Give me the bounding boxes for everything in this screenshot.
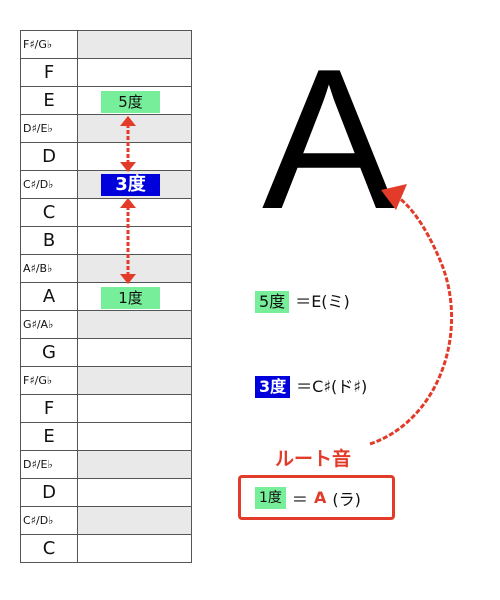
root-box: 1度 ＝ A (ラ) xyxy=(238,475,395,520)
note-name: F xyxy=(20,58,78,87)
note-row: D♯/E♭ xyxy=(20,450,192,479)
root-box-note: A xyxy=(313,488,327,507)
note-lane xyxy=(77,254,192,283)
note-row: C xyxy=(20,198,192,227)
note-name: A♯/B♭ xyxy=(20,254,78,283)
note-name: G xyxy=(20,338,78,367)
note-lane xyxy=(77,58,192,87)
note-name: C♯/D♭ xyxy=(20,170,78,199)
note-row: F♯/G♭ xyxy=(20,366,192,395)
note-lane xyxy=(77,366,192,395)
note-name: A xyxy=(20,282,78,311)
note-lane xyxy=(77,506,192,535)
note-lane xyxy=(77,226,192,255)
note-name: F♯/G♭ xyxy=(20,30,78,59)
legend-third: 3度 ＝C♯(ド♯) xyxy=(255,375,367,399)
note-lane xyxy=(77,198,192,227)
note-name: B xyxy=(20,226,78,255)
note-row: F♯/G♭ xyxy=(20,30,192,59)
note-lane xyxy=(77,142,192,171)
note-row: E xyxy=(20,422,192,451)
note-name: E xyxy=(20,422,78,451)
note-row: F xyxy=(20,58,192,87)
note-name: C xyxy=(20,534,78,563)
note-row: C xyxy=(20,534,192,563)
note-row: C♯/D♭ xyxy=(20,506,192,535)
note-name: E xyxy=(20,86,78,115)
big-note-letter: A xyxy=(262,28,396,251)
note-name: F♯/G♭ xyxy=(20,366,78,395)
legend-third-value: ＝C♯(ド♯) xyxy=(296,377,368,396)
note-row: B xyxy=(20,226,192,255)
note-name: D xyxy=(20,478,78,507)
note-row: A♯/B♭ xyxy=(20,254,192,283)
note-row: D♯/E♭ xyxy=(20,114,192,143)
note-name: C♯/D♭ xyxy=(20,506,78,535)
note-lane xyxy=(77,450,192,479)
note-name: D♯/E♭ xyxy=(20,450,78,479)
note-name: D♯/E♭ xyxy=(20,114,78,143)
root-box-reading: (ラ) xyxy=(332,489,361,509)
note-lane xyxy=(77,422,192,451)
note-row: D xyxy=(20,478,192,507)
note-lane xyxy=(77,114,192,143)
legend-fifth-chip: 5度 xyxy=(255,291,290,313)
note-lane xyxy=(77,394,192,423)
legend-third-chip: 3度 xyxy=(255,376,291,398)
note-row: G♯/A♭ xyxy=(20,310,192,339)
note-name: C xyxy=(20,198,78,227)
note-name: D xyxy=(20,142,78,171)
note-lane xyxy=(77,310,192,339)
note-name: F xyxy=(20,394,78,423)
note-row: D xyxy=(20,142,192,171)
note-row: F xyxy=(20,394,192,423)
root-box-eq: ＝ xyxy=(291,489,308,509)
note-name: G♯/A♭ xyxy=(20,310,78,339)
note-lane xyxy=(77,478,192,507)
legend-fifth: 5度 ＝E(ミ) xyxy=(255,290,350,314)
root-degree-badge: 1度 xyxy=(101,287,160,309)
note-lane xyxy=(77,534,192,563)
note-row: G xyxy=(20,338,192,367)
note-lane xyxy=(77,338,192,367)
note-lane xyxy=(77,30,192,59)
fifth-degree-badge: 5度 xyxy=(101,91,160,113)
root-note-label: ルート音 xyxy=(275,448,352,470)
third-degree-badge: 3度 xyxy=(101,174,160,196)
root-box-chip: 1度 xyxy=(255,486,286,509)
legend-fifth-value: ＝E(ミ) xyxy=(295,292,350,311)
